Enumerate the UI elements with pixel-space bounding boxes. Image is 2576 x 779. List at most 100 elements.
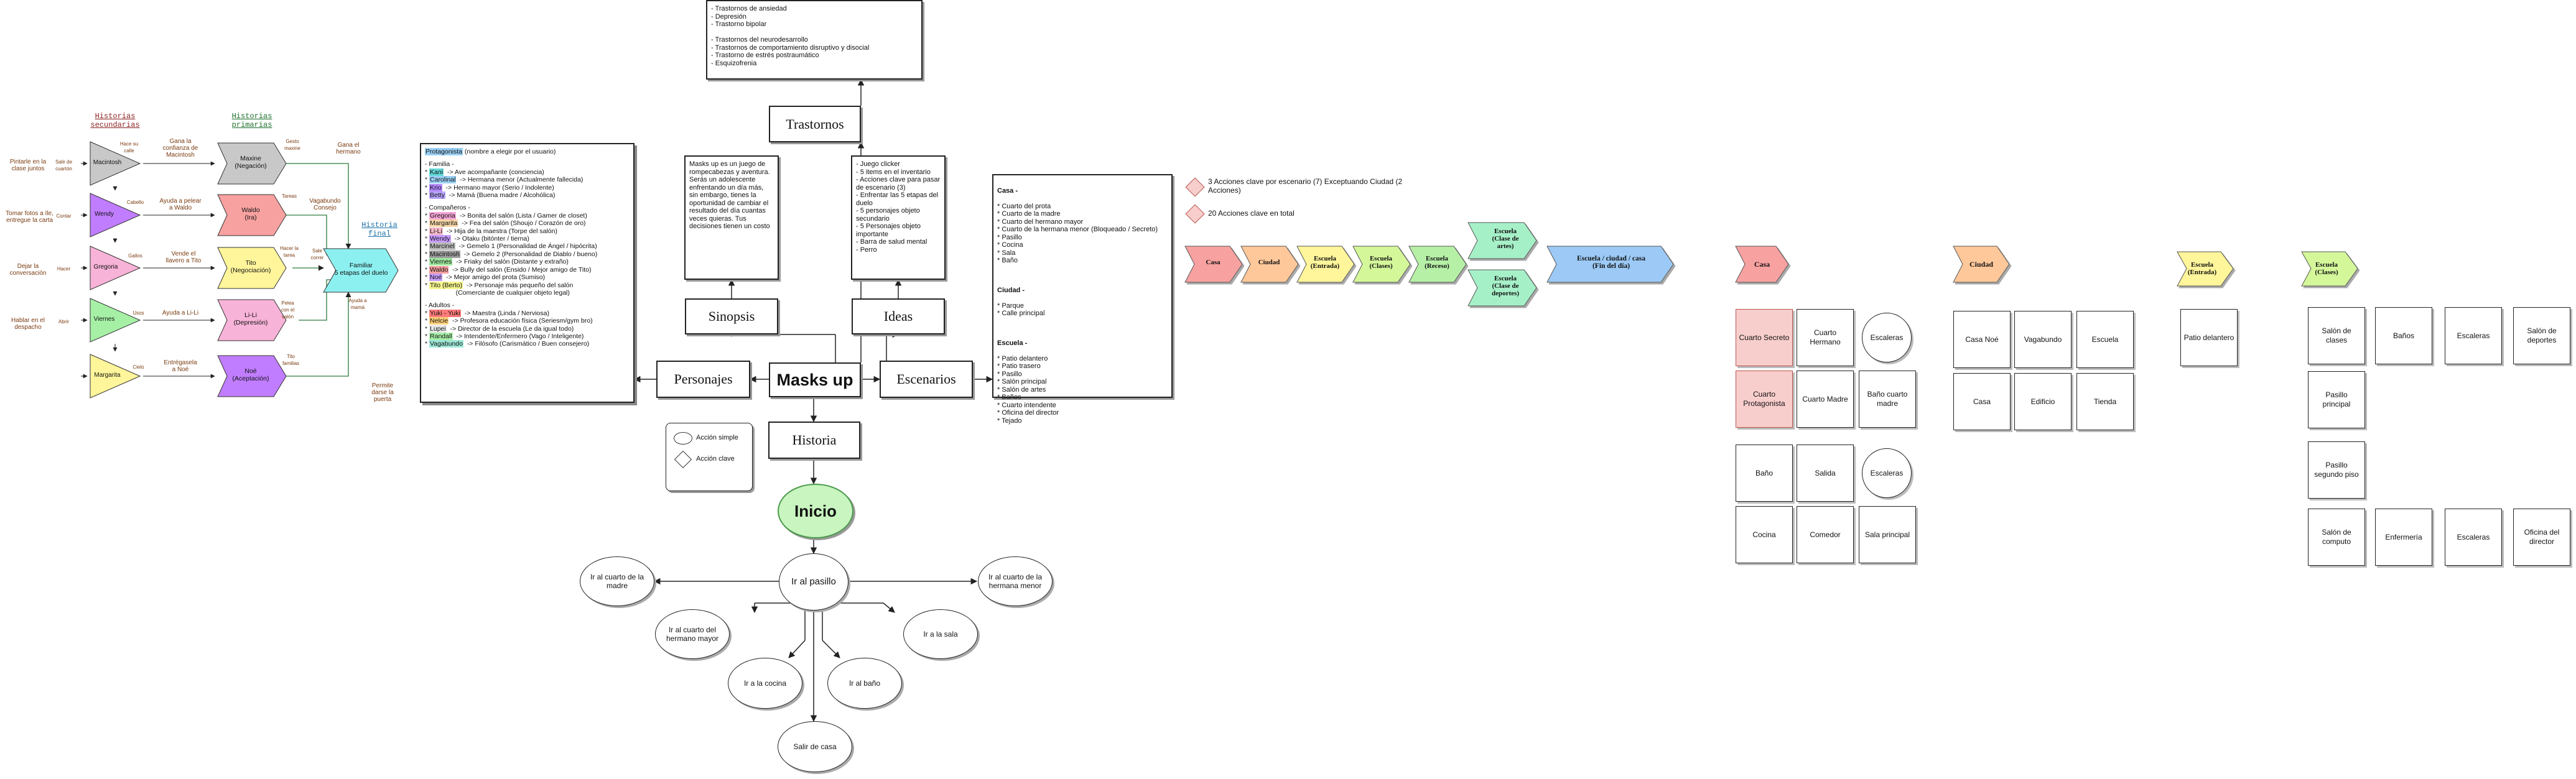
history-node[interactable]: Historia: [768, 422, 860, 459]
flow-step-receso[interactable]: Escuela (Receso): [1425, 255, 1449, 270]
character-description: -> Hija de la maestra (Torpe del salón): [442, 227, 557, 235]
action-sister-room[interactable]: Ir al cuarto de la hermana menor: [978, 556, 1053, 606]
secondary-node-viernes: Viernes: [93, 316, 115, 323]
room-banos[interactable]: Baños: [2375, 307, 2432, 364]
room-edificio[interactable]: Edificio: [2014, 373, 2071, 430]
flow-branch-artes[interactable]: Escuela (Clase de artes): [1492, 228, 1519, 250]
secondary-node-gregoria-shape: [90, 246, 141, 290]
synopsis-node[interactable]: Sinopsis: [685, 298, 778, 334]
character-description: -> Profesora educación física (Seriesm/g…: [449, 317, 593, 325]
character-name: Yuki - Yuki: [429, 309, 461, 317]
scenario-escuela-title: Escuela -: [997, 339, 1028, 347]
room-salon-computo[interactable]: Salón de computo: [2308, 509, 2365, 566]
mid-label-4: Ayuda a Li-Li: [162, 310, 199, 316]
scenario-escuela-list: * Patio delantero * Patio trasero * Pasi…: [997, 354, 1059, 425]
room-bano-cuarto-madre[interactable]: Baño cuarto madre: [1859, 371, 1916, 428]
room-bano[interactable]: Baño: [1736, 445, 1793, 502]
room-cuarto-hermano[interactable]: Cuarto Hermano: [1797, 309, 1854, 366]
action-brother-room[interactable]: Ir al cuarto del hermano mayor: [655, 609, 730, 659]
character-description: -> Maestra (Linda / Nerviosa): [460, 309, 549, 317]
room-salon-deportes[interactable]: Salón de deportes: [2513, 307, 2570, 364]
character-name: Marcinel: [429, 242, 455, 251]
room-escaleras-2[interactable]: Escaleras: [1862, 448, 1912, 498]
adultos-title: - Adultos -: [425, 302, 455, 310]
character-name: Krio: [429, 183, 442, 191]
characters-panel: Protagonista (nombre a elegir por el usu…: [420, 143, 635, 403]
room-casa[interactable]: Casa: [1953, 373, 2011, 430]
rooms-casa-title: Casa: [1754, 260, 1770, 269]
character-description: -> Gemelo 2 (Personalidad de Diablo / bu…: [460, 250, 598, 258]
legend-box: Acción simple Acción clave: [666, 423, 753, 491]
action-mother-room[interactable]: Ir al cuarto de la madre: [580, 556, 654, 606]
action-hub[interactable]: Ir al pasillo: [779, 553, 849, 611]
room-cuarto-madre[interactable]: Cuarto Madre: [1797, 371, 1854, 428]
final-node-shape: [323, 248, 399, 293]
room-cuarto-protagonista[interactable]: Cuarto Protagonista: [1736, 371, 1793, 428]
characters-node[interactable]: Personajes: [656, 361, 750, 398]
character-description: -> Hermana menor (Actualmente fallecida): [456, 176, 584, 184]
room-enfermeria[interactable]: Enfermería: [2375, 509, 2432, 566]
right-label-4: Sale correr: [310, 248, 324, 260]
scenarios-node[interactable]: Escenarios: [880, 361, 973, 398]
secondary-node-margarita: Margarita: [94, 372, 121, 379]
room-comedor[interactable]: Comedor: [1797, 506, 1854, 563]
character-name: Carolinal: [429, 176, 457, 184]
primary-node-maxine: Maxine (Negación): [235, 155, 267, 170]
flow-branch-deportes[interactable]: Escuela (Clase de deportes): [1492, 275, 1519, 297]
disorders-list: - Trastornos de ansiedad - Depresión - T…: [706, 0, 923, 80]
sec-above-label-5: Cielo: [133, 364, 144, 370]
scenario-ciudad-title: Ciudad -: [997, 286, 1025, 294]
character-name: Gregoria: [429, 211, 456, 219]
room-escaleras-4[interactable]: Escaleras: [2445, 509, 2502, 566]
adultos-list: * Yuki - Yuki -> Maestra (Linda / Nervio…: [425, 309, 630, 348]
room-cocina[interactable]: Cocina: [1736, 506, 1793, 563]
ideas-node[interactable]: Ideas: [852, 298, 945, 334]
action-leave-house[interactable]: Salir de casa: [778, 721, 852, 772]
room-salon-clases[interactable]: Salón de clases: [2308, 307, 2365, 364]
flow-step-clases[interactable]: Escuela (Clases): [1369, 255, 1393, 270]
room-oficina-director[interactable]: Oficina del director: [2513, 509, 2570, 566]
room-sala-principal[interactable]: Sala principal: [1859, 506, 1916, 563]
room-vagabundo[interactable]: Vagabundo: [2014, 311, 2071, 368]
character-name: Wendy: [429, 235, 451, 243]
character-name: Betty: [429, 191, 445, 200]
character-row: * Gregoria -> Bonita del salón (Lista / …: [425, 211, 587, 219]
character-description: -> Gemelo 1 (Personalidad de Ángel / hip…: [455, 242, 597, 251]
character-row: * Carolinal -> Hermana menor (Actualment…: [425, 176, 584, 184]
action-bathroom[interactable]: Ir al baño: [827, 658, 902, 709]
room-salida[interactable]: Salida: [1797, 445, 1854, 502]
character-row: * Viernes -> Friaky del salón (Distante …: [425, 258, 569, 266]
secondary-node-gregoria: Gregoria: [93, 264, 118, 270]
action-living-room[interactable]: Ir a la sala: [903, 609, 978, 659]
room-patio-delantero[interactable]: Patio delantero: [2180, 309, 2238, 366]
character-description: -> Friaky del salón (Distante y extraño): [452, 258, 569, 266]
primary-node-waldo-shape: [217, 194, 287, 236]
right-label-8: Permite darse la puerta: [371, 382, 394, 403]
flow-step-casa[interactable]: Casa: [1206, 259, 1221, 266]
rooms-clases-title: Escuela (Clases): [2315, 261, 2338, 276]
action-kitchen[interactable]: Ir a la cocina: [728, 658, 802, 709]
right-label-2: Vagabundo Consejo: [309, 198, 341, 211]
room-escuela[interactable]: Escuela: [2076, 311, 2134, 368]
sec-small-label-4: Abrir: [58, 319, 69, 325]
final-story-title: Historia final: [361, 221, 398, 238]
character-name: Vagabundo: [429, 340, 463, 348]
flow-final[interactable]: Escuela / ciudad / casa (Fin del día): [1577, 255, 1645, 270]
room-cuarto-secreto[interactable]: Cuarto Secreto: [1736, 309, 1793, 366]
start-node[interactable]: Inicio: [778, 484, 853, 538]
final-node: Familiar 5 etapas del duelo: [334, 262, 388, 277]
room-escaleras-1[interactable]: Escaleras: [1862, 313, 1912, 362]
character-name: Tito (Berto): [429, 281, 463, 289]
room-tienda[interactable]: Tienda: [2076, 373, 2134, 430]
room-escaleras-3[interactable]: Escaleras: [2445, 307, 2502, 364]
synopsis-text: Masks up es un juego de rompecabezas y a…: [684, 155, 779, 280]
room-pasillo-principal[interactable]: Pasillo principal: [2308, 371, 2365, 428]
companeros-title: - Compañeros -: [425, 204, 470, 212]
flow-step-ciudad[interactable]: Ciudad: [1258, 259, 1280, 266]
disorders-node[interactable]: Trastornos: [769, 106, 861, 142]
character-row: * Li-Li -> Hija de la maestra (Torpe del…: [425, 227, 557, 235]
room-casa-noe[interactable]: Casa Noé: [1953, 311, 2011, 368]
room-pasillo-segundo-piso[interactable]: Pasillo segundo piso: [2308, 441, 2365, 499]
flow-step-entrada[interactable]: Escuela (Entrada): [1310, 255, 1340, 270]
center-node[interactable]: Masks up: [769, 362, 861, 397]
